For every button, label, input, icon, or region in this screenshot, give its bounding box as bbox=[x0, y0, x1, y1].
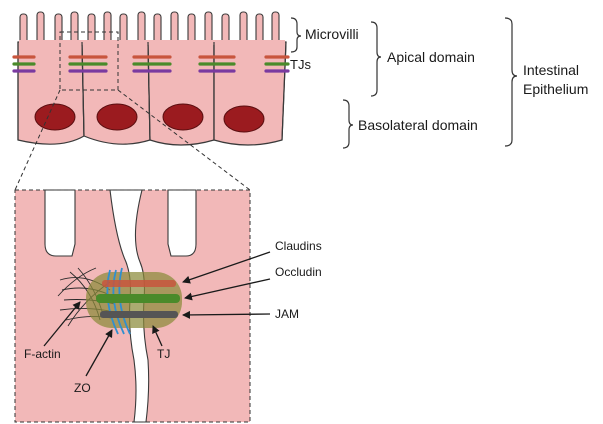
intestinal-label: Intestinal bbox=[523, 62, 579, 78]
epithelial-cells bbox=[14, 12, 288, 145]
epithelium-label: Epithelium bbox=[523, 81, 588, 97]
microvilli-label: Microvilli bbox=[305, 26, 359, 42]
claudins-label: Claudins bbox=[275, 239, 322, 253]
apical-domain-label: Apical domain bbox=[387, 49, 475, 65]
basolateral-domain-label: Basolateral domain bbox=[358, 117, 478, 133]
tj-label: TJ bbox=[157, 347, 170, 361]
zo-label: ZO bbox=[74, 381, 91, 395]
occludin-strand bbox=[96, 294, 180, 303]
jam-label: JAM bbox=[275, 307, 299, 321]
jam-strand bbox=[100, 311, 178, 318]
occludin-label: Occludin bbox=[275, 265, 322, 279]
tjs-label: TJs bbox=[290, 57, 311, 72]
microvilli bbox=[20, 12, 279, 44]
claudin-strand bbox=[102, 280, 176, 287]
zoom-panel bbox=[15, 190, 250, 422]
f-actin-label: F-actin bbox=[24, 347, 61, 361]
